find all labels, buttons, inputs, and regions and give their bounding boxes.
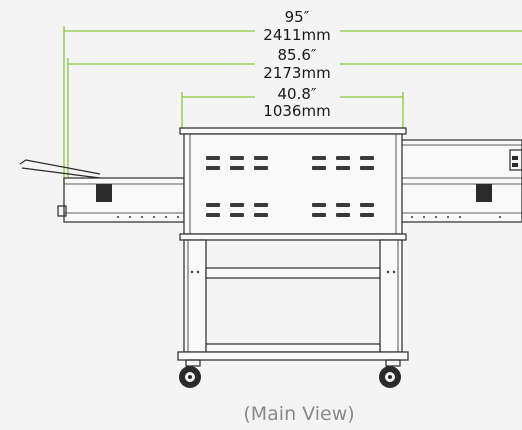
vent-slots-upper-right bbox=[312, 156, 374, 170]
oven-stand bbox=[177, 239, 409, 361]
vent-slots-lower-right bbox=[312, 203, 374, 217]
right-caster-wheel bbox=[379, 359, 401, 388]
view-caption: (Main View) bbox=[243, 403, 354, 425]
dimension-95-inch: 95″ 2411mm bbox=[63, 8, 522, 185]
left-caster-wheel bbox=[179, 359, 201, 388]
dimension-85-6-inches-label: 85.6″ bbox=[277, 46, 316, 64]
left-conveyor-extension bbox=[19, 159, 185, 223]
vent-slots-lower-left bbox=[206, 203, 268, 217]
dimension-40-8-inch: 40.8″ 1036mm bbox=[181, 85, 404, 130]
left-control-box bbox=[96, 184, 112, 202]
right-control-box bbox=[476, 184, 492, 202]
dimension-95-mm-label: 2411mm bbox=[263, 26, 330, 44]
dimension-85-6-inch: 85.6″ 2173mm bbox=[67, 46, 522, 185]
vent-slots-upper-left bbox=[206, 156, 268, 170]
dimension-40-8-inches-label: 40.8″ bbox=[277, 85, 316, 103]
oven-body bbox=[179, 127, 407, 241]
dimension-95-inches-label: 95″ bbox=[285, 8, 310, 26]
dimension-40-8-mm-label: 1036mm bbox=[263, 102, 330, 120]
dimension-85-6-mm-label: 2173mm bbox=[263, 64, 330, 82]
right-conveyor-extension bbox=[399, 139, 522, 223]
